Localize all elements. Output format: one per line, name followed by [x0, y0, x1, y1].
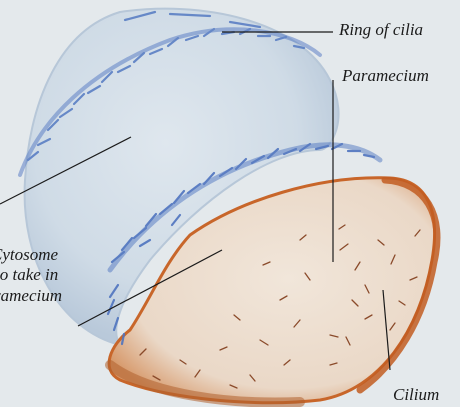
label-paramecium: Paramecium: [342, 66, 429, 86]
label-ring-of-cilia: Ring of cilia: [339, 20, 423, 40]
label-cilium: Cilium: [393, 385, 439, 405]
label-cytosome-line2: to take in: [0, 265, 58, 285]
label-cytosome-line1: Cytosome: [0, 245, 58, 265]
label-cytosome-line3: paramecium: [0, 286, 62, 306]
